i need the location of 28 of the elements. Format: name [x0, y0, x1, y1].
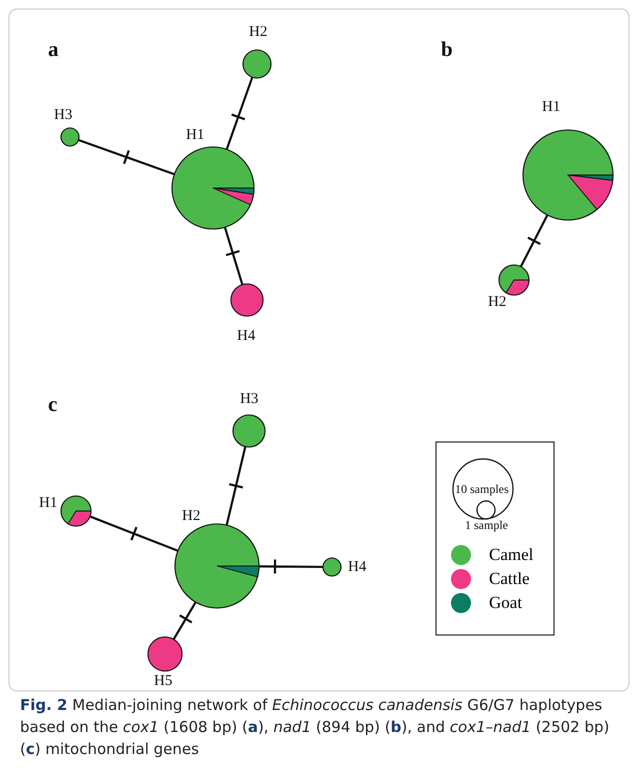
panel-letter: b	[441, 39, 453, 60]
legend-label: Goat	[489, 593, 522, 613]
haplotype-label: H1	[542, 100, 560, 115]
network-link	[520, 214, 549, 268]
legend-label: Cattle	[489, 569, 530, 589]
network-link	[172, 601, 197, 640]
haplotype-label: H3	[54, 108, 72, 123]
network-link	[88, 515, 179, 552]
panel-letter: c	[48, 394, 58, 415]
haplotype-label: H2	[182, 509, 200, 524]
panel-letter: a	[48, 39, 58, 60]
size-legend-label: 10 samples	[455, 483, 509, 495]
haplotype-label: H1	[39, 496, 58, 511]
haplotype-label: H2	[488, 295, 506, 310]
haplotype-label: H2	[249, 25, 268, 40]
network-link	[224, 226, 244, 286]
haplotype-label: H3	[240, 392, 258, 407]
haplotype-label: H4	[348, 560, 366, 575]
haplotype-label: H4	[237, 329, 256, 344]
network-link	[226, 445, 246, 526]
network-link	[226, 76, 254, 150]
network-link	[77, 138, 176, 176]
haplotype-label: H1	[186, 128, 204, 143]
figure-caption: Fig. 2 Median-joining network of Echinococcus canadensis G6/G7 haplotypes based on the cox1 (1608 bp) (a), nad1 (894 bp) (b), and cox1–nad1 (2502 bp) (c) mitochondrial genes	[20, 695, 610, 760]
network-link	[258, 558, 324, 575]
legend-label: Camel	[489, 545, 534, 565]
haplotype-label: H5	[154, 674, 172, 689]
size-legend-label: 1 sample	[465, 519, 508, 531]
